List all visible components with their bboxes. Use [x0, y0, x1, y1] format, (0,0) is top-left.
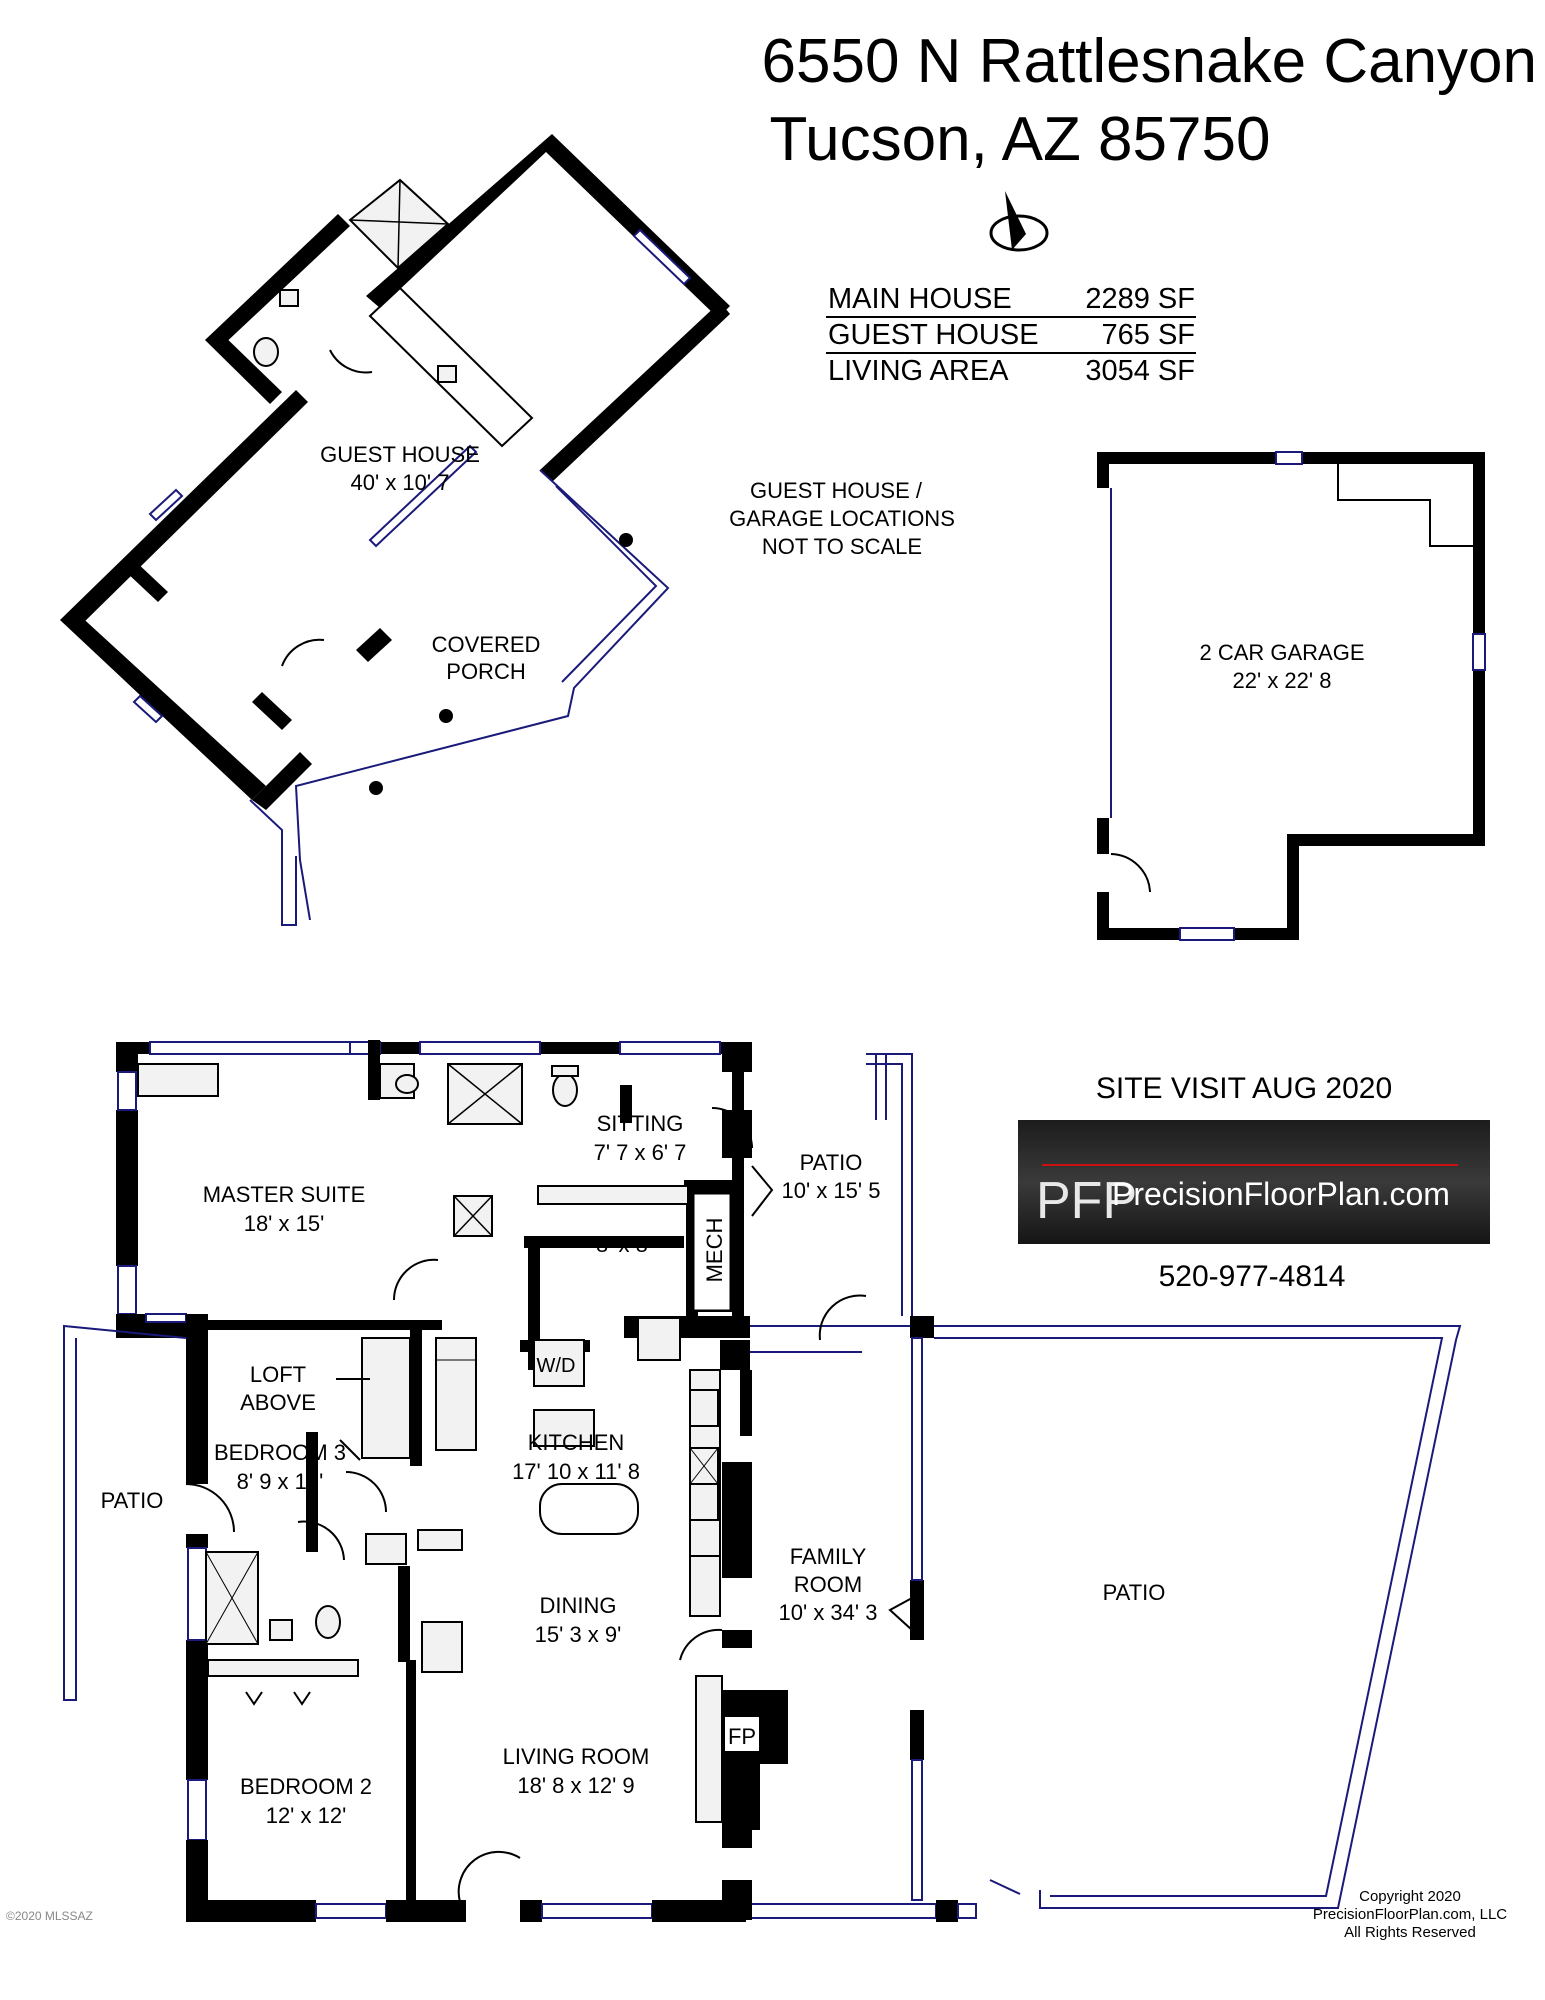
covered-porch-label-2: PORCH [446, 659, 525, 684]
mls-watermark: ©2020 MLSSAZ [6, 1909, 93, 1923]
north-arrow-icon [989, 191, 1049, 252]
scale-note-line-1: GUEST HOUSE / [750, 478, 923, 503]
logo-text: PrecisionFloorPlan.com [1112, 1176, 1450, 1212]
site-visit-label: SITE VISIT AUG 2020 [1096, 1072, 1392, 1105]
loft-label-2: ABOVE [240, 1390, 316, 1415]
area-value-main-house: 2289 SF [1085, 283, 1195, 315]
bedroom2-size: 12' x 12' [266, 1803, 347, 1828]
guest-house-size: 40' x 10' 7 [351, 470, 450, 495]
wd-label: W/D [537, 1355, 576, 1377]
closet-size: 8' x 8' [596, 1232, 652, 1257]
family-room-size: 10' x 34' 3 [779, 1600, 878, 1625]
patio-left-label: PATIO [101, 1488, 164, 1513]
patio-right-label: PATIO [1103, 1580, 1166, 1605]
living-room-size: 18' 8 x 12' 9 [517, 1773, 634, 1798]
family-room-label-1: FAMILY [790, 1544, 867, 1569]
main-house-plan: MASTER SUITE 18' x 15' SITTING 7' 7 x 6'… [63, 1040, 1462, 1922]
mech-label: MECH [702, 1218, 727, 1283]
brand-logo: PFP PrecisionFloorPlan.com [1018, 1120, 1490, 1244]
area-value-living-area: 3054 SF [1085, 355, 1195, 387]
dining-label: DINING [540, 1593, 617, 1618]
guest-house-plan: GUEST HOUSE 40' x 10' 7 COVERED PORCH [60, 134, 730, 926]
scale-note-line-3: NOT TO SCALE [762, 534, 922, 559]
patio-top-size: 10' x 15' 5 [782, 1178, 881, 1203]
bedroom3-size: 8' 9 x 12' [237, 1469, 324, 1494]
phone-number: 520-977-4814 [1159, 1260, 1346, 1293]
bedroom2-label: BEDROOM 2 [240, 1774, 372, 1799]
logo-letters: PFP [1036, 1172, 1137, 1230]
area-label-living-area: LIVING AREA [828, 355, 1009, 387]
scale-note-line-2: GARAGE LOCATIONS [729, 506, 955, 531]
area-label-guest-house: GUEST HOUSE [828, 319, 1039, 351]
garage-label: 2 CAR GARAGE [1199, 640, 1364, 665]
garage-size: 22' x 22' 8 [1233, 668, 1332, 693]
sitting-size: 7' 7 x 6' 7 [594, 1140, 687, 1165]
area-label-main-house: MAIN HOUSE [828, 283, 1012, 315]
guest-house-label: GUEST HOUSE [320, 442, 480, 467]
covered-porch-label-1: COVERED [432, 632, 541, 657]
area-value-guest-house: 765 SF [1102, 319, 1196, 351]
loft-label-1: LOFT [250, 1362, 306, 1387]
master-suite-label: MASTER SUITE [203, 1182, 366, 1207]
area-table: MAIN HOUSE 2289 SF GUEST HOUSE 765 SF LI… [826, 283, 1196, 387]
living-room-label: LIVING ROOM [503, 1744, 650, 1769]
copyright-line-1: Copyright 2020 [1359, 1888, 1461, 1905]
master-suite-size: 18' x 15' [244, 1211, 325, 1236]
sitting-label: SITTING [597, 1111, 684, 1136]
family-room-label-2: ROOM [794, 1572, 862, 1597]
copyright-line-3: All Rights Reserved [1344, 1924, 1476, 1941]
garage-plan: 2 CAR GARAGE 22' x 22' 8 [1097, 451, 1486, 941]
copyright-line-2: PrecisionFloorPlan.com, LLC [1313, 1906, 1507, 1923]
kitchen-size: 17' 10 x 11' 8 [512, 1459, 640, 1484]
dining-size: 15' 3 x 9' [535, 1622, 622, 1647]
fireplace-label: FP [728, 1724, 756, 1749]
patio-top-label: PATIO [800, 1150, 863, 1175]
address-line-1: 6550 N Rattlesnake Canyon Road [762, 27, 1545, 96]
bedroom3-label: BEDROOM 3 [214, 1440, 346, 1465]
kitchen-label: KITCHEN [528, 1430, 625, 1455]
address-line-2: Tucson, AZ 85750 [770, 105, 1271, 174]
